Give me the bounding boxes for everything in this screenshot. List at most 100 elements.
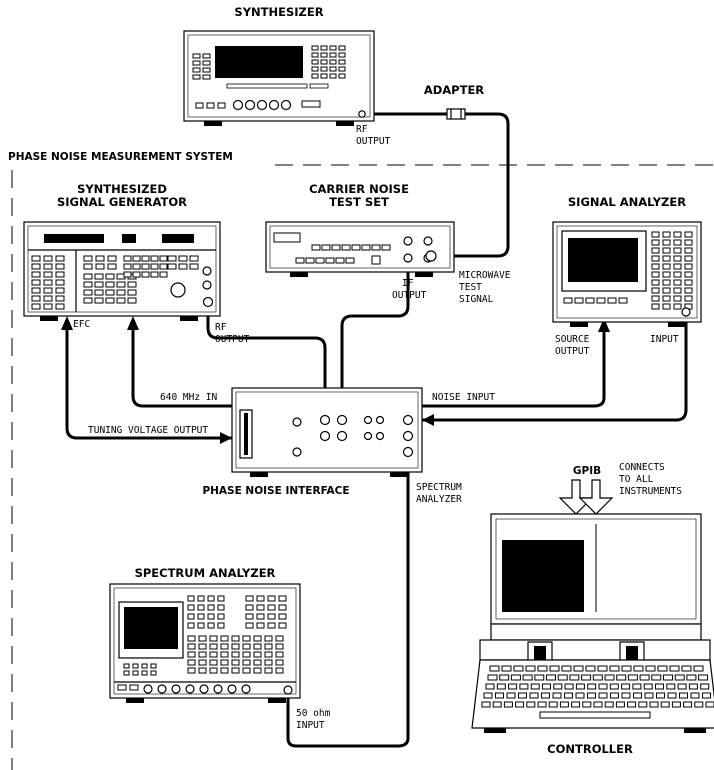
panel-key — [123, 263, 132, 270]
panel-key — [116, 281, 126, 288]
panel-key — [510, 674, 521, 681]
panel-key — [31, 279, 41, 286]
panel-key — [574, 297, 584, 304]
panel-key — [542, 683, 551, 690]
panel-key — [187, 643, 196, 650]
panel-knob — [241, 684, 251, 694]
panel-key — [557, 674, 568, 681]
panel-key — [684, 271, 693, 278]
panel-key — [598, 683, 608, 690]
panel-key — [609, 665, 620, 672]
panel-key — [278, 595, 287, 602]
panel-key — [127, 281, 137, 288]
ohm-input-label: 50 ohm — [296, 708, 331, 719]
panel-key — [311, 52, 319, 58]
panel-key — [541, 692, 550, 699]
panel-key — [43, 295, 53, 302]
panel-key — [539, 711, 651, 719]
panel-key — [513, 665, 524, 672]
panel-key — [662, 263, 671, 270]
panel-knob — [199, 684, 209, 694]
panel-key — [506, 692, 516, 699]
adapter-title: ADAPTER — [424, 83, 484, 97]
panel-key — [526, 701, 536, 708]
panel-key — [338, 59, 346, 65]
panel-key — [275, 643, 284, 650]
ohm-input-label-2: INPUT — [296, 720, 325, 731]
panel-key — [209, 643, 218, 650]
panel-key — [94, 289, 104, 296]
panel-key — [655, 683, 664, 690]
spectrum-analyzer-title: SPECTRUM ANALYZER — [135, 566, 276, 580]
panel-key — [585, 297, 595, 304]
panel-key — [267, 613, 276, 620]
panel-knob — [143, 684, 153, 694]
panel-key — [187, 622, 195, 629]
panel-key — [220, 659, 229, 666]
panel-key — [596, 297, 606, 304]
panel-key — [495, 692, 504, 699]
panel-key — [320, 45, 328, 51]
panel-key — [688, 683, 698, 690]
panel-key — [123, 663, 130, 669]
system-title: PHASE NOISE MEASUREMENT SYSTEM — [8, 151, 233, 163]
panel-knob — [227, 684, 237, 694]
panel-key — [569, 674, 580, 681]
panel-key — [651, 231, 660, 238]
panel-key — [127, 289, 137, 296]
panel-key — [598, 692, 608, 699]
panel-key — [508, 683, 518, 690]
panel-key — [107, 263, 117, 270]
panel-key — [31, 255, 41, 262]
panel-key — [150, 263, 159, 270]
panel-key — [627, 674, 638, 681]
panel-key — [662, 255, 671, 262]
gpib-arrow — [558, 479, 594, 515]
panel-key — [253, 651, 262, 658]
panel-key — [207, 613, 215, 620]
panel-key — [329, 66, 337, 72]
panel-key — [694, 701, 704, 708]
panel-key — [673, 271, 682, 278]
synthesizer-title: SYNTHESIZER — [234, 5, 323, 19]
panel-key — [371, 244, 381, 251]
panel-key — [693, 665, 704, 672]
panel-key — [651, 279, 660, 286]
panel-key — [83, 281, 93, 288]
panel-key — [202, 53, 211, 59]
panel-key — [159, 263, 168, 270]
panel-key — [264, 667, 273, 674]
panel-key — [278, 613, 287, 620]
panel-key — [275, 651, 284, 658]
panel-key — [597, 665, 608, 672]
panel-key — [217, 595, 225, 602]
panel-key — [220, 651, 229, 658]
panel-key — [662, 295, 671, 302]
panel-key — [651, 295, 660, 302]
panel-key — [501, 665, 512, 672]
panel-key — [198, 667, 207, 674]
panel-key — [311, 45, 319, 51]
panel-key — [643, 683, 653, 690]
panel-key — [245, 595, 254, 602]
rf-output-label-2: OUTPUT — [356, 136, 391, 147]
panel-key — [55, 295, 65, 302]
panel-knob — [171, 684, 181, 694]
panel-key — [275, 635, 284, 642]
panel-key — [681, 665, 692, 672]
connects-label: CONNECTS — [619, 462, 665, 473]
panel-key — [609, 683, 619, 690]
panel-key — [187, 659, 196, 666]
panel-key — [256, 604, 265, 611]
panel-key — [651, 263, 660, 270]
panel-key — [662, 239, 671, 246]
mhz-in-label: 640 MHz IN — [160, 392, 217, 403]
panel-key — [559, 701, 569, 708]
signal-analyzer-title: SIGNAL ANALYZER — [568, 195, 686, 209]
spectrum-analyzer-instrument — [109, 583, 301, 703]
panel-key — [683, 701, 693, 708]
microwave-label-3: SIGNAL — [459, 294, 494, 305]
panel-key — [267, 595, 276, 602]
panel-key — [679, 692, 688, 699]
